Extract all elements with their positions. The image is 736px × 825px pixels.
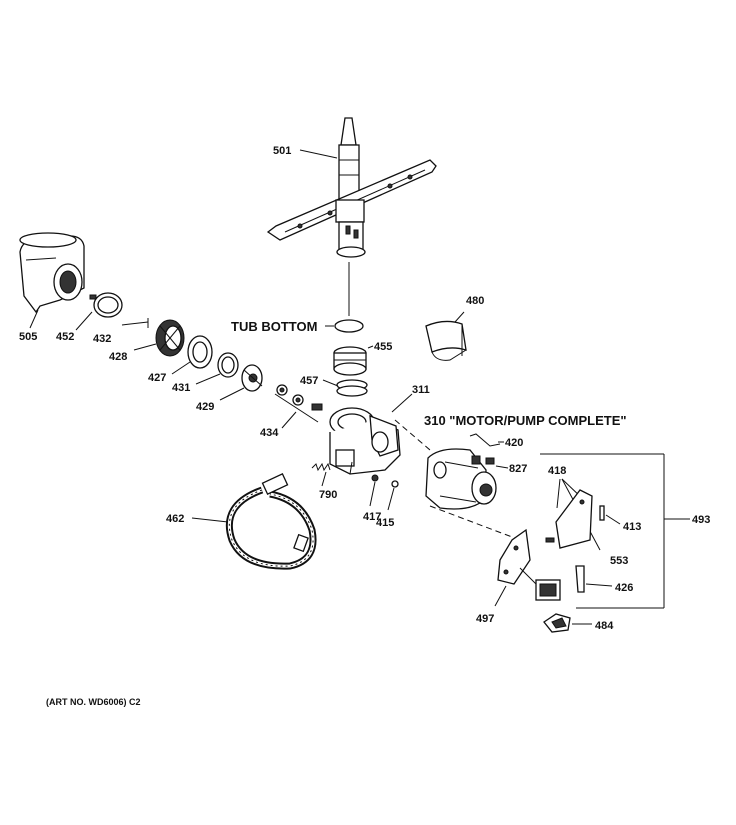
- part-827: [485, 457, 495, 465]
- pin-413: [599, 505, 605, 521]
- cover-480: [425, 320, 467, 361]
- label-790: 790: [319, 489, 337, 501]
- part-484: [543, 613, 571, 633]
- label-493: 493: [692, 514, 710, 526]
- label-427: 427: [148, 372, 166, 384]
- seal-457: [336, 379, 368, 397]
- label-311: 311: [412, 384, 430, 396]
- part-417: [371, 474, 379, 482]
- motor-310: [425, 448, 497, 510]
- label-tub-bottom: TUB BOTTOM: [231, 319, 317, 334]
- ring-431: [217, 352, 239, 378]
- hose-462: [225, 473, 317, 570]
- label-505: 505: [19, 331, 37, 343]
- plate-431: [187, 335, 213, 369]
- label-417: 417: [363, 511, 381, 523]
- hardware-434: [274, 384, 323, 423]
- tub-bottom-gasket: [334, 319, 364, 333]
- label-418: 418: [548, 465, 566, 477]
- spring-790: [311, 462, 331, 472]
- label-434: 434: [260, 427, 279, 439]
- impeller-428: [155, 319, 185, 357]
- label-553: 553: [610, 555, 628, 567]
- pin-426: [575, 565, 585, 593]
- wire-420: [469, 433, 501, 447]
- label-413: 413: [623, 521, 641, 533]
- label-455: 455: [374, 341, 392, 353]
- label-429: 429: [196, 401, 214, 413]
- label-497: 497: [476, 613, 494, 625]
- clamp-452: [89, 292, 123, 318]
- label-484: 484: [595, 620, 614, 632]
- label-462: 462: [166, 513, 184, 525]
- spray-arm-501: [266, 117, 437, 258]
- bracket-497: [497, 528, 531, 585]
- label-426: 426: [615, 582, 633, 594]
- label-428: 428: [109, 351, 127, 363]
- label-432: 432: [93, 333, 111, 345]
- label-452: 452: [56, 331, 74, 343]
- pump-housing-311: [329, 407, 401, 475]
- label-420: 420: [505, 437, 523, 449]
- sleeve-455: [333, 346, 367, 376]
- label-motor-pump-complete: 310 "MOTOR/PUMP COMPLETE": [424, 413, 627, 428]
- impeller-429: [241, 364, 263, 392]
- label-457: 457: [300, 375, 318, 387]
- sump-505: [19, 232, 85, 314]
- switch-bracket: [545, 489, 593, 549]
- label-415: 415: [376, 517, 394, 529]
- label-827: 827: [509, 463, 527, 475]
- solenoid: [519, 567, 561, 601]
- label-431: 431: [172, 382, 190, 394]
- art-number: (ART NO. WD6006) C2: [46, 697, 141, 707]
- part-415: [391, 480, 399, 488]
- label-480: 480: [466, 295, 484, 307]
- label-501: 501: [273, 145, 291, 157]
